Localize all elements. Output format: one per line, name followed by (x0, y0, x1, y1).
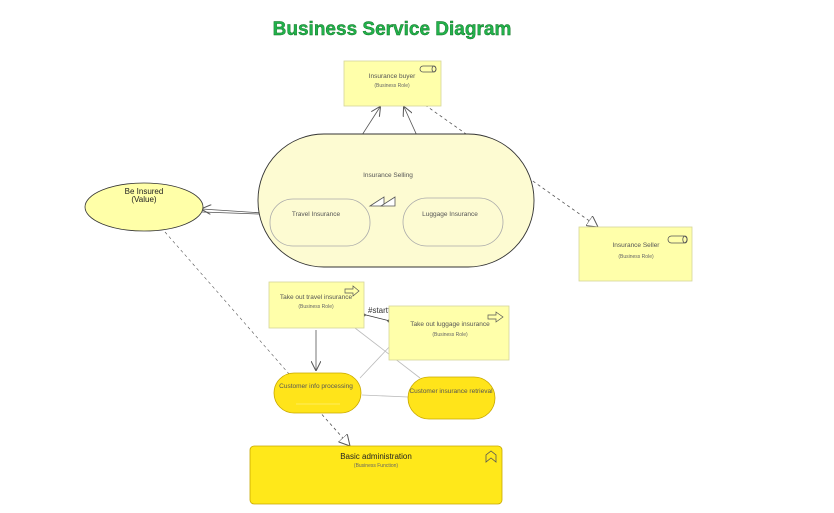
basic-administration-name: Basic administration (340, 452, 412, 461)
take-out-travel-type: (Business Role) (298, 304, 334, 310)
conn-value-dashed[interactable] (164, 231, 291, 376)
basic-administration-type: (Business Function) (354, 463, 399, 469)
be-insured-name: Be Insured (125, 187, 164, 196)
be-insured-type: (Value) (131, 195, 157, 204)
customer-retrieval-node[interactable]: Customer insurance retrieval (407, 376, 496, 420)
luggage-insurance-shape (402, 197, 504, 247)
insurance-buyer-name: Insurance buyer (369, 73, 416, 80)
take-out-luggage-name: Take out luggage insurance (410, 321, 490, 328)
basic-administration-node[interactable]: Basic administration (Business Function) (249, 445, 503, 505)
travel-insurance-name: Travel Insurance (292, 211, 341, 218)
take-out-travel-node[interactable]: Take out travel insurance (Business Role… (268, 281, 365, 329)
customer-retrieval-name: Customer insurance retrieval (409, 388, 493, 395)
insurance-selling-name: Insurance Selling (363, 172, 413, 179)
basic-administration-box (249, 445, 503, 505)
customer-info-processing-name: Customer info processing (279, 383, 353, 390)
function-chevron-icon (485, 450, 497, 463)
insurance-buyer-type: (Business Role) (374, 83, 410, 89)
take-out-luggage-type: (Business Role) (432, 332, 468, 338)
take-out-travel-box (268, 281, 365, 329)
travel-insurance-node[interactable]: Travel Insurance (269, 198, 371, 247)
conn-value-to-function[interactable] (317, 409, 350, 446)
customer-retrieval-shape (407, 376, 496, 420)
connector-label: #starttext# (368, 306, 406, 315)
insurance-seller-node[interactable]: Insurance Seller (Business Role) (578, 226, 693, 282)
luggage-insurance-name: Luggage Insurance (422, 211, 478, 218)
take-out-luggage-node[interactable]: Take out luggage insurance (Business Rol… (388, 305, 510, 361)
be-insured-shape (84, 182, 204, 232)
conn-buyer-to-seller[interactable] (424, 104, 598, 227)
be-insured-node[interactable]: Be Insured (Value) (84, 182, 204, 232)
conn-processing-to-retrieval[interactable] (361, 394, 409, 398)
conn-travel-to-luggage[interactable] (361, 313, 391, 322)
composition-icon (368, 196, 396, 207)
process-arrow-icon (344, 285, 360, 297)
role-icon (667, 235, 688, 244)
luggage-insurance-node[interactable]: Luggage Insurance (402, 197, 504, 247)
conn-luggage-to-processing[interactable] (359, 343, 393, 379)
role-icon (419, 65, 437, 73)
customer-info-processing-node[interactable]: Customer info processing (273, 372, 362, 414)
travel-insurance-shape (269, 198, 371, 247)
process-arrow-icon (487, 311, 504, 323)
insurance-seller-type: (Business Role) (618, 254, 654, 260)
customer-info-processing-shape (273, 372, 362, 414)
diagram-title: Business Service Diagram (273, 19, 512, 40)
conn-travel-to-retrieval[interactable] (354, 327, 421, 379)
insurance-buyer-box (343, 60, 442, 107)
take-out-travel-name: Take out travel insurance (280, 294, 353, 301)
insurance-buyer-node[interactable]: Insurance buyer (Business Role) (343, 60, 442, 107)
insurance-seller-name: Insurance Seller (613, 242, 661, 249)
